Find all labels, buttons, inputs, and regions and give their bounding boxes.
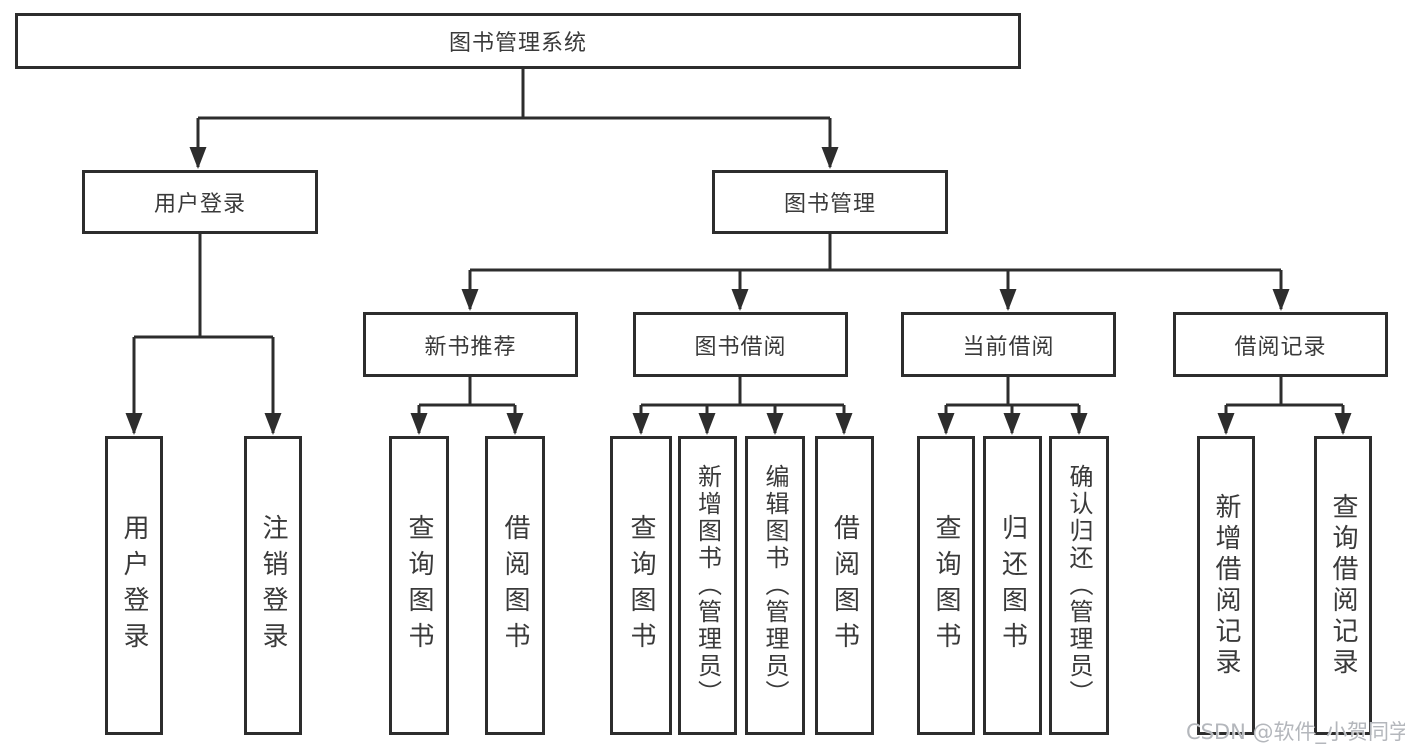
node-label: 确认归还（管理员）	[1065, 464, 1093, 707]
node-label: 图书管理	[783, 192, 876, 217]
leaf-query-books-borrow: 查询图书	[610, 436, 672, 735]
node-current-borrow: 当前借阅	[901, 312, 1116, 377]
node-label: 借阅记录	[1234, 334, 1327, 360]
node-label: 用户登录	[153, 192, 246, 217]
leaf-logout: 注销登录	[244, 436, 302, 735]
leaf-borrow-books: 借阅图书	[815, 436, 874, 735]
connector-records-group	[1224, 377, 1345, 433]
node-label: 图书管理系统	[448, 31, 587, 56]
connector-manage-to-level3	[468, 234, 1283, 309]
csdn-watermark: CSDN @软件_小贺同学	[1186, 720, 1405, 744]
node-label: 归还图书	[997, 513, 1028, 658]
leaf-edit-books-admin: 编辑图书（管理员）	[745, 436, 805, 735]
node-label: 图书借阅	[694, 334, 787, 360]
leaf-query-borrow-record: 查询借阅记录	[1314, 436, 1372, 735]
node-user-login: 用户登录	[82, 170, 318, 234]
node-label: 用户登录	[119, 513, 149, 658]
leaf-add-borrow-record: 新增借阅记录	[1197, 436, 1255, 735]
node-label: 借阅图书	[500, 513, 530, 658]
connector-login-group	[132, 234, 275, 433]
node-label: 查询图书	[404, 513, 434, 658]
node-label: 当前借阅	[962, 334, 1055, 360]
node-label: 新增图书（管理员）	[693, 464, 722, 707]
node-book-borrow: 图书借阅	[633, 312, 848, 377]
node-label: 注销登录	[258, 513, 288, 658]
leaf-user-login: 用户登录	[105, 436, 163, 735]
node-label: 新增借阅记录	[1211, 492, 1241, 679]
connector-borrow-group	[639, 377, 846, 433]
leaf-query-books-current: 查询图书	[917, 436, 975, 735]
node-book-management: 图书管理	[712, 170, 948, 234]
leaf-query-books-recommend: 查询图书	[389, 436, 449, 735]
leaf-borrow-books-recommend: 借阅图书	[485, 436, 545, 735]
arrowheads	[125, 147, 1352, 435]
connector-newbook-group	[417, 377, 517, 433]
node-label: 新书推荐	[424, 334, 517, 360]
node-label: 查询图书	[626, 513, 656, 658]
connector-root-to-level2	[196, 69, 832, 167]
node-label: 查询借阅记录	[1328, 492, 1358, 679]
node-label: 编辑图书（管理员）	[761, 464, 789, 707]
node-library-management-system: 图书管理系统	[15, 13, 1021, 69]
leaf-return-books: 归还图书	[983, 436, 1042, 735]
node-label: 借阅图书	[829, 513, 860, 658]
node-borrow-records: 借阅记录	[1173, 312, 1388, 377]
leaf-add-books-admin: 新增图书（管理员）	[678, 436, 737, 735]
leaf-confirm-return-admin: 确认归还（管理员）	[1049, 436, 1109, 735]
node-new-book-recommend: 新书推荐	[363, 312, 578, 377]
node-label: 查询图书	[931, 513, 961, 658]
